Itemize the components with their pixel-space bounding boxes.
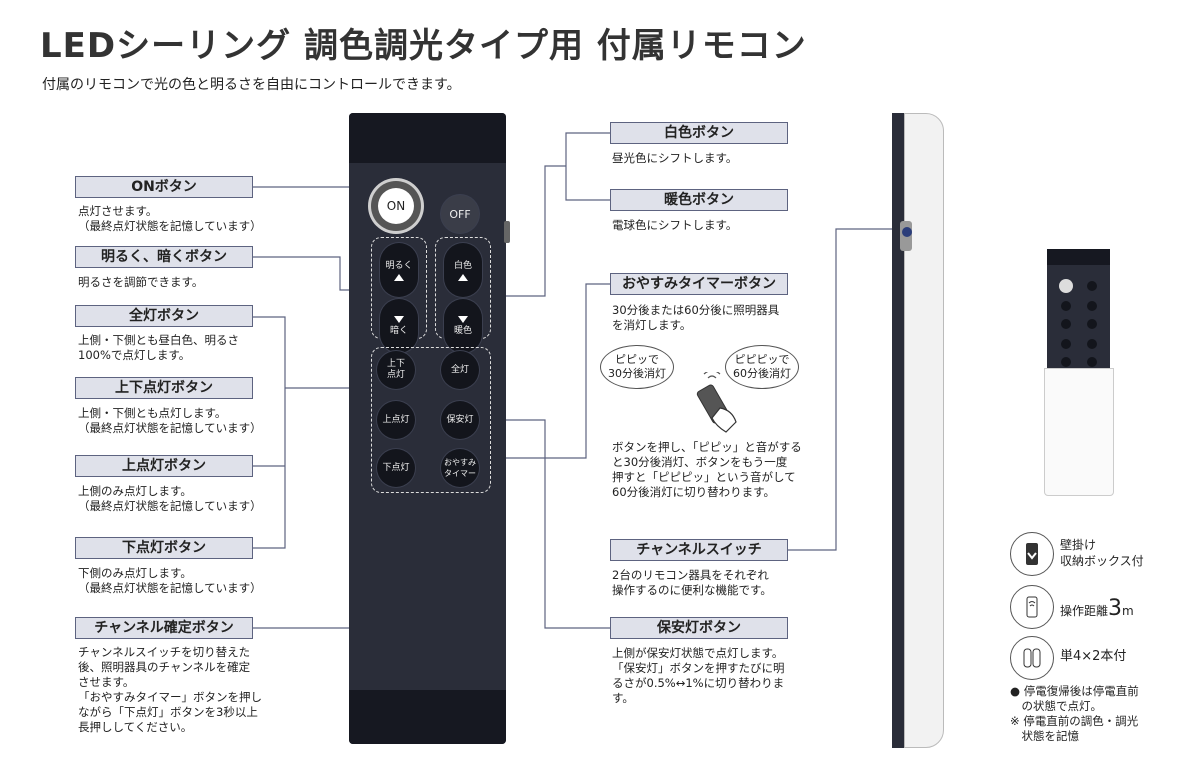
bright-up-button[interactable]: 明るく [380,243,418,297]
updown-button[interactable]: 上下 点灯 [377,351,415,389]
arrow-down-icon [394,315,404,323]
bottom-text: 下点灯 [382,462,410,473]
power-note-2: ※ 停電直前の調色・調光 状態を記憶 [1010,714,1139,743]
timer-text-1: おやすみ [444,458,476,467]
updown-button-desc: 上側・下側とも点灯します。 （最終点灯状態を記憶しています） [78,406,262,435]
battery-icon [1010,636,1054,680]
on-button[interactable]: ON [371,181,421,231]
page-subtitle: 付属のリモコンで光の色と明るさを自由にコントロールできます。 [42,77,461,93]
top-button-label: 上点灯ボタン [75,455,253,477]
distance-value: 3 [1108,596,1123,621]
on-button-desc: 点灯させます。 （最終点灯状態を記憶しています） [78,204,262,233]
page-title: LEDシーリング 調色調光タイプ用 付属リモコン [40,26,807,66]
arrow-up-icon [394,273,404,281]
security-button-desc: 上側が保安灯状態で点灯します。 「保安灯」ボタンを押すたびに明 るさが0.5%↔… [612,646,785,705]
arrow-down-icon [458,315,468,323]
top-button-desc: 上側のみ点灯します。 （最終点灯状態を記憶しています） [78,484,262,513]
bright-down-text: 暗く [389,325,408,336]
remote-front: ON OFF 明るく 暗く 白色 暖色 上下 点灯 全灯 上点灯 保安灯 下点灯… [349,113,510,744]
security-button[interactable]: 保安灯 [441,401,479,439]
white-button[interactable]: 白色 [444,243,482,297]
switch-marker-icon [902,227,912,237]
white-button-label: 白色ボタン [610,122,788,144]
distance-label: 操作距離 [1060,604,1109,618]
channel-switch-label: チャンネルスイッチ [610,539,788,561]
updown-button-label: 上下点灯ボタン [75,377,253,399]
warm-text: 暖色 [453,325,472,336]
warm-button-label: 暖色ボタン [610,189,788,211]
channel-confirm-desc: チャンネルスイッチを切り替えた 後、照明器具のチャンネルを確定 させます。 「お… [78,645,262,734]
sleep-timer-label: おやすみタイマーボタン [610,273,788,295]
brightness-button-desc: 明るさを調節できます。 [78,275,204,289]
wall-mount-icon [1010,532,1054,576]
distance-unit: m [1122,604,1134,618]
top-text: 上点灯 [382,414,410,425]
timer-text-2: タイマー [444,469,476,478]
channel-switch-desc: 2台のリモコン器具をそれぞれ 操作するのに便利な機能です。 [612,568,772,597]
updown-text-1: 上下 [386,359,405,369]
on-button-text: ON [378,188,414,224]
full-button-label: 全灯ボタン [75,305,253,327]
power-note-1: ● 停電復帰後は停電直前 の状態で点灯。 [1010,684,1139,713]
bottom-button[interactable]: 下点灯 [377,449,415,487]
security-button-label: 保安灯ボタン [610,617,788,639]
bright-down-button[interactable]: 暗く [380,299,418,353]
sleep-timer-desc-detail: ボタンを押し、「ピピッ」と音がする と30分後消灯、ボタンをもう一度 押すと「ピ… [612,440,802,499]
bottom-button-label: 下点灯ボタン [75,537,253,559]
channel-switch[interactable] [504,221,510,243]
remote-bottom-cap [349,690,506,744]
off-button-text: OFF [449,207,471,221]
hand-remote-icon [696,372,737,433]
on-button-label: ONボタン [75,176,253,198]
distance-icon [1010,585,1054,629]
security-text: 保安灯 [446,414,474,425]
bubble-30min: ピピッで 30分後消灯 [600,345,674,389]
warm-button-desc: 電球色にシフトします。 [612,218,738,232]
full-button-desc: 上側・下側とも昼白色、明るさ 100%で点灯します。 [78,333,239,362]
sleep-timer-desc: 30分後または60分後に照明器具 を消灯します。 [612,303,780,332]
updown-text-2: 点灯 [386,370,405,380]
off-button[interactable]: OFF [441,195,479,233]
brightness-button-label: 明るく、暗くボタン [75,246,253,268]
battery-text: 単4×2本付 [1060,649,1127,664]
full-button[interactable]: 全灯 [441,351,479,389]
remote-top-cap [349,113,506,163]
white-text: 白色 [453,260,472,271]
timer-button[interactable]: おやすみ タイマー [441,449,479,487]
mini-on-button [1059,279,1073,293]
top-button[interactable]: 上点灯 [377,401,415,439]
remote-side-view [892,113,944,748]
warm-button[interactable]: 暖色 [444,299,482,353]
full-text: 全灯 [450,364,469,375]
bright-up-text: 明るく [385,260,413,271]
bubble-60min: ピピピッで 60分後消灯 [725,345,799,389]
channel-confirm-label: チャンネル確定ボタン [75,617,253,639]
bottom-button-desc: 下側のみ点灯します。 （最終点灯状態を記憶しています） [78,566,262,595]
wall-holder-box [1044,368,1114,496]
wall-mount-text: 壁掛け 収納ボックス付 [1060,538,1144,568]
arrow-up-icon [458,273,468,281]
lighting-group [371,347,491,493]
white-button-desc: 昼光色にシフトします。 [612,151,738,165]
distance-text: 操作距離3m [1060,596,1134,621]
